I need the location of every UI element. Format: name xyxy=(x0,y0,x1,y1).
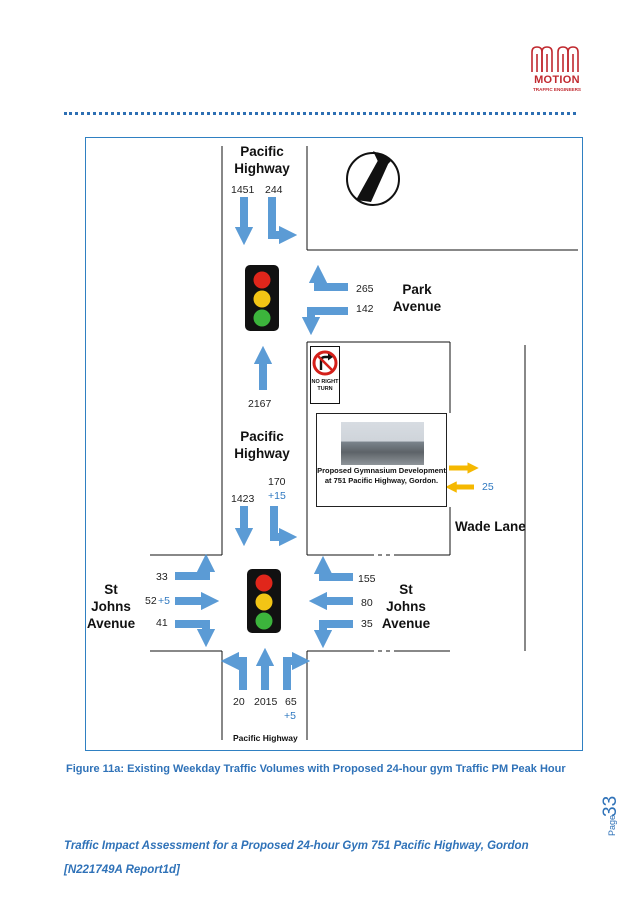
vol-park-out: 265 xyxy=(356,283,374,295)
street-st-johns-west: St Johns Avenue xyxy=(86,582,136,631)
vol-sj-west-right: 41 xyxy=(156,617,168,629)
north-arrow-icon xyxy=(346,151,400,206)
vol-sj-west-left: 33 xyxy=(156,571,168,583)
arrow-south-right xyxy=(283,651,311,690)
page-number-value: 33 xyxy=(600,796,621,817)
no-right-turn-sign: NO RIGHT TURN xyxy=(310,346,340,404)
arrow-park-out xyxy=(308,264,348,291)
proposed-development-box: Proposed Gymnasium Development at 751 Pa… xyxy=(316,413,447,507)
arrow-mid-sb-left xyxy=(270,506,298,547)
street-pacific-highway-north: Pacific Highway xyxy=(234,144,290,176)
vol-south-through: 2015 xyxy=(254,696,278,708)
arrow-south-left xyxy=(220,651,247,690)
vol-sj-east-right: 35 xyxy=(361,618,373,630)
arrow-sj-east-left xyxy=(313,555,353,581)
motion-logo-icon xyxy=(531,46,579,72)
arrow-sj-west-left xyxy=(175,553,216,580)
vol-sj-east-through: 80 xyxy=(361,597,373,609)
vol-south-right: 65 xyxy=(285,696,297,708)
street-pacific-highway-south: Pacific Highway xyxy=(233,733,298,743)
arrow-park-in xyxy=(301,307,348,336)
traffic-diagram-frame xyxy=(85,137,583,751)
arrow-sj-east-right xyxy=(313,620,353,649)
traffic-light-upper-icon xyxy=(245,265,279,331)
street-pacific-highway-mid: Pacific Highway xyxy=(234,429,290,461)
vol-mid-sb-left: 170 xyxy=(268,476,286,488)
vol-mid-sb-through: 1423 xyxy=(231,493,255,505)
development-label: Proposed Gymnasium Development at 751 Pa… xyxy=(317,466,446,485)
vol-gym-out-add: 25 xyxy=(482,481,494,493)
vol-north-sb-through: 1451 xyxy=(231,184,255,196)
no-right-turn-icon xyxy=(312,350,338,376)
proposed-traffic-arrows xyxy=(445,462,479,493)
vol-park-in: 142 xyxy=(356,303,374,315)
vol-south-right-add: +5 xyxy=(284,710,296,722)
vol-north-sb-left: 244 xyxy=(265,184,283,196)
street-wade-lane: Wade Lane xyxy=(455,519,526,534)
vol-sj-west-through-add: +5 xyxy=(158,595,170,607)
page-number: Page 33 xyxy=(600,796,621,836)
vol-sj-west-through: 52 xyxy=(145,595,157,607)
development-photo xyxy=(341,422,424,465)
logo-name: MOTION xyxy=(534,74,580,86)
page-label: Page xyxy=(607,815,617,836)
vol-south-left: 20 xyxy=(233,696,245,708)
vol-sj-east-left: 155 xyxy=(358,573,376,585)
arrow-north-sb-left xyxy=(268,197,298,245)
figure-caption: Figure 11a: Existing Weekday Traffic Vol… xyxy=(66,763,566,775)
street-st-johns-east: St Johns Avenue xyxy=(381,582,431,631)
arrow-sj-west-right xyxy=(175,620,216,648)
street-park-avenue: Park Avenue xyxy=(392,282,442,314)
vol-mid-sb-left-add: +15 xyxy=(268,490,286,502)
sign-text: NO RIGHT TURN xyxy=(311,379,339,392)
traffic-arrows xyxy=(175,197,353,690)
footer-reference: [N221749A Report1d] xyxy=(64,864,180,876)
vol-mid-nb: 2167 xyxy=(248,398,272,410)
logo-subtitle: TRAFFIC ENGINEERS xyxy=(533,87,581,92)
footer-title: Traffic Impact Assessment for a Proposed… xyxy=(64,840,529,852)
header-divider xyxy=(64,112,576,115)
traffic-light-lower-icon xyxy=(247,569,281,633)
